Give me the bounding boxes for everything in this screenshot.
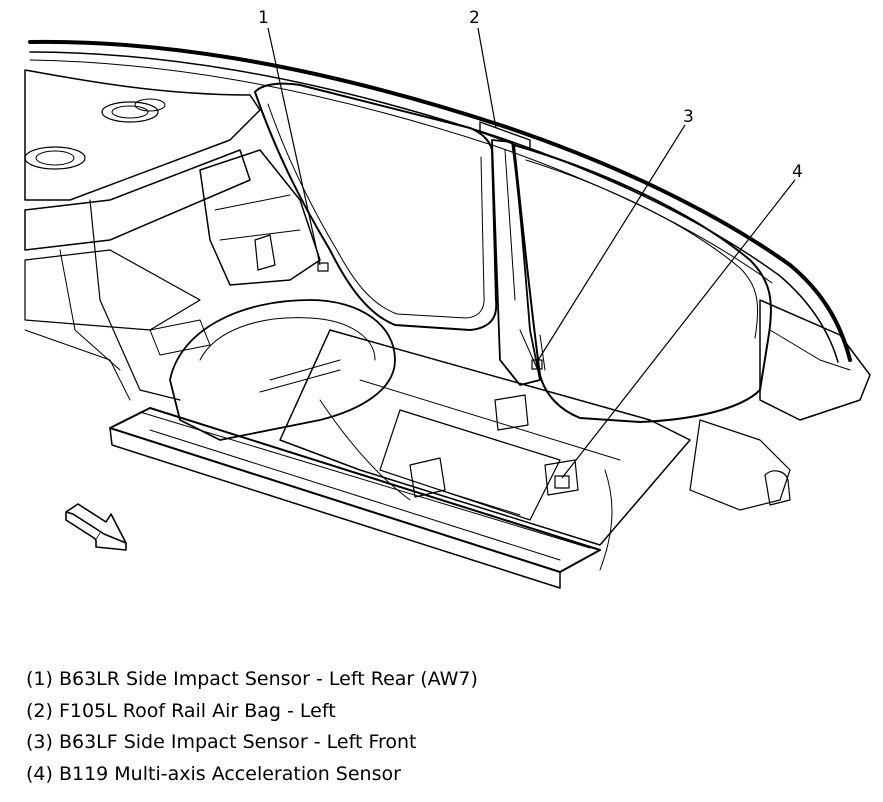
callout-legend: (1) B63LR Side Impact Sensor - Left Rear… bbox=[26, 664, 866, 790]
leader-line-3 bbox=[536, 124, 686, 363]
callout-number-2: 2 bbox=[469, 8, 480, 28]
rocker-panel bbox=[109, 407, 601, 589]
b-pillar bbox=[491, 139, 541, 386]
leader-line-2 bbox=[477, 27, 497, 129]
leader-lines bbox=[267, 27, 796, 479]
callout-number-4: 4 bbox=[792, 162, 803, 182]
roof-rail-air-bag bbox=[479, 121, 531, 151]
multi-axis-acceleration-sensor bbox=[554, 475, 570, 489]
rear-wheelhouse bbox=[169, 299, 396, 441]
floor-pan bbox=[279, 329, 691, 546]
callout-number-1: 1 bbox=[258, 8, 269, 28]
legend-item-4: (4) B119 Multi-axis Acceleration Sensor bbox=[26, 762, 401, 785]
leader-line-1 bbox=[267, 27, 321, 266]
front-direction-arrow-icon bbox=[65, 503, 127, 551]
vehicle-body-diagram: 1 2 3 4 bbox=[24, 8, 871, 589]
callout-number-3: 3 bbox=[683, 107, 694, 127]
leader-line-4 bbox=[561, 179, 796, 479]
left-rear-side-impact-sensor bbox=[317, 262, 329, 272]
vehicle-body-illustration: 1 2 3 4 bbox=[24, 8, 871, 589]
front-door-opening bbox=[513, 144, 772, 423]
rear-seat-frame bbox=[149, 149, 321, 356]
legend-item-1: (1) B63LR Side Impact Sensor - Left Rear… bbox=[26, 668, 478, 690]
rear-door-opening bbox=[254, 82, 498, 331]
legend-item-3: (3) B63LF Side Impact Sensor - Left Fron… bbox=[26, 731, 417, 753]
left-front-side-impact-sensor bbox=[531, 359, 543, 370]
legend-item-2: (2) F105L Roof Rail Air Bag - Left bbox=[26, 699, 336, 722]
rear-package-shelf bbox=[24, 69, 261, 401]
front-structure bbox=[689, 299, 871, 511]
